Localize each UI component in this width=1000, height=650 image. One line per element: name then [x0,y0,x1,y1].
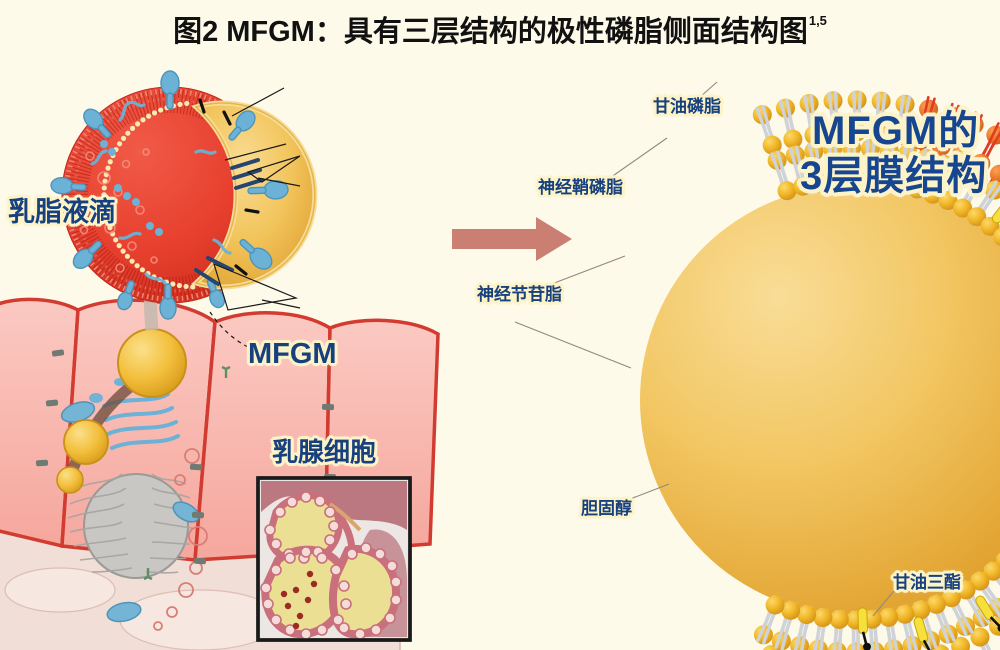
cholesterol-molecule [954,128,975,171]
phospholipid-molecule [807,141,829,193]
phospholipid-molecule [774,600,801,650]
phospholipid-molecule [970,627,992,650]
callout-leader-lines [209,87,301,357]
label-fat-droplet: 乳脂液滴 [8,197,116,227]
figure-title-bar: 图2 MFGM：具有三层结构的极性磷脂侧面结构图1,5 [0,8,1000,50]
phospholipid-molecule [938,161,970,211]
lipid-droplet-secretion-group [56,328,187,494]
label-triglyceride: 甘油三酯 [893,573,961,592]
transition-arrow [452,217,572,261]
label-ganglioside: 神经节苷脂 [477,285,562,304]
phospholipid-molecule [829,609,849,650]
phospholipid-molecule [895,604,919,650]
label-cholesterol: 胆固醇 [581,499,632,518]
phospholipid-molecule [923,154,952,204]
phospholipid-molecule [770,150,797,201]
fat-globule-and-cell-svg [0,70,440,650]
label-sphingomyelin: 神经鞘磷脂 [538,178,623,197]
alveoli-inset-box [256,476,412,642]
title-superscript: 1,5 [808,12,827,28]
sphingomyelin-molecule [931,102,960,156]
phospholipid-molecule [825,91,845,143]
trilayer-membrane-svg [514,81,1000,650]
right-membrane-panel [455,60,1000,650]
heading-mfgm-line2: 3层膜结构 [800,154,988,198]
sphingomyelin-molecule [971,122,1000,173]
phospholipid-molecule [813,608,833,650]
phospholipid-molecule [890,94,912,146]
page-title: 图2 MFGM：具有三层结构的极性磷脂侧面结构图 [173,16,808,48]
phospholipid-molecule [847,90,867,142]
sphingomyelin-molecule [989,164,1000,184]
phospholipid-molecule [907,148,934,199]
phospholipid-molecule [989,616,1000,636]
cholesterol-molecule [975,595,1000,633]
sphingomyelin-molecule [911,95,936,150]
membrane-protein-group [50,70,289,320]
phospholipid-molecule [879,607,899,650]
phospholipid-molecule [993,227,1000,247]
left-illustration-panel [0,60,470,650]
label-glycerophospholipid: 甘油磷脂 [653,97,721,116]
phospholipid-molecule [825,139,845,191]
cholesterol-markers [857,128,1000,650]
phospholipid-molecule [951,636,971,650]
label-mammary-cell: 乳腺细胞 [272,437,377,467]
phospholipid-molecule [842,138,862,190]
phospholipid-molecule [755,104,782,155]
phospholipid-molecule [926,594,956,644]
phospholipid-molecule [858,139,878,190]
phospholipid-molecule [756,595,785,645]
phospholipid-molecule [788,145,813,196]
phospholipid-molecule [970,571,1000,618]
cholesterol-molecule [913,616,936,650]
phospholipid-molecule [875,140,896,192]
heading-mfgm-line1: MFGM的 [812,109,980,153]
cholesterol-molecule [991,199,1000,224]
phospholipid-molecule [941,588,974,637]
phospholipid-molecule [868,91,888,143]
triglyceride-core [640,185,1000,615]
phospholipid-molecule [803,93,824,145]
phospholipid-molecule [967,180,1000,227]
phospholipid-molecule [793,605,817,650]
phospholipid-molecule [778,98,803,149]
label-mfgm: MFGM [248,338,337,370]
mfgm-globule-group [50,70,318,320]
phospholipid-molecule [891,143,915,195]
phospholipid-layers [752,90,1000,650]
cholesterol-molecule [857,607,872,650]
right-leader-lines [514,81,904,617]
phospholipid-molecule [953,170,987,218]
